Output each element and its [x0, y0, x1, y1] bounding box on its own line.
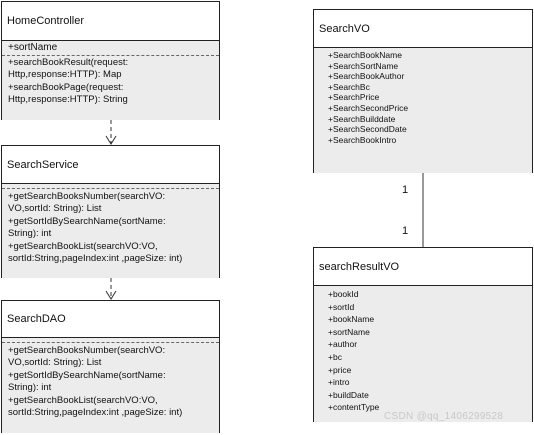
attribute: +buildDate: [328, 389, 369, 400]
attribute: +SearchSecondDate: [328, 124, 407, 135]
attribute: +sortName: [328, 326, 370, 337]
attribute: +SearchSecondPrice: [328, 102, 409, 113]
attribute: +bookId: [328, 289, 359, 299]
class-search-result-vo: searchResultVO +bookId +sortId +bookName…: [313, 247, 533, 422]
operation-list: +getSearchBooksNumber(searchVO: VO,sortI…: [2, 342, 219, 420]
operation-line: Http,response:HTTP): String: [8, 94, 128, 106]
operation-line: Http,response:HTTP): Map: [8, 69, 122, 81]
operation-line: +getSearchBooksNumber(searchVO:: [8, 191, 166, 202]
attribute: +SearchBookIntro: [328, 134, 397, 145]
operation-list: +getSearchBooksNumber(searchVO: VO,sortI…: [2, 188, 219, 266]
class-search-dao: SearchDAO +getSearchBooksNumber(searchVO…: [1, 300, 220, 433]
operation-line: VO,sortId: String): List: [8, 203, 102, 215]
field: +sortName: [8, 42, 58, 53]
attribute: +SearchBookName: [328, 50, 402, 60]
class-search-service: SearchService +getSearchBooksNumber(sear…: [1, 145, 220, 278]
class-name: SearchDAO: [2, 301, 219, 337]
operation-line: +getSearchBooksNumber(searchVO:: [8, 345, 166, 356]
attribute: +bookName: [328, 314, 375, 325]
operation-line: +getSearchBookList(searchVO:VO,: [8, 394, 158, 406]
class-name: SearchService: [2, 146, 219, 183]
attribute: +price: [328, 364, 352, 375]
attribute: +SearchSortName: [328, 60, 399, 71]
operation-line: String): int: [8, 228, 52, 240]
attribute: +author: [328, 339, 358, 350]
attribute: +SearchBc: [328, 81, 370, 92]
operation-line: +searchBookPage(request:: [8, 81, 124, 93]
operation-line: +getSortIdBySearchName(sortName:: [8, 369, 166, 381]
class-name: searchResultVO: [314, 248, 532, 285]
operation-line: String): int: [8, 382, 52, 394]
attribute-list: +bookId +sortId +bookName +sortName +aut…: [314, 286, 532, 416]
operation-line: +searchBookResult(request:: [8, 57, 129, 68]
multiplicity-top: 1: [402, 184, 409, 196]
attribute: +sortId: [328, 301, 355, 312]
operation-line: +getSearchBookList(searchVO:VO,: [8, 240, 158, 252]
class-name: SearchVO: [314, 10, 532, 47]
field-list: +sortName: [2, 41, 219, 55]
operation-list: +searchBookResult(request: Http,response…: [2, 55, 219, 108]
multiplicity-bottom: 1: [402, 225, 409, 237]
dependency-arrowhead-service: [105, 135, 117, 145]
operation-line: VO,sortId: String): List: [8, 357, 102, 369]
class-home-controller: HomeController +sortName +searchBookResu…: [1, 1, 220, 120]
attribute: +SearchBuilddate: [328, 113, 396, 124]
dependency-arrowhead-dao: [105, 290, 117, 300]
attribute-list: +SearchBookName +SearchSortName +SearchB…: [314, 48, 532, 147]
attribute: +intro: [328, 377, 350, 388]
class-search-vo: SearchVO +SearchBookName +SearchSortName…: [313, 9, 533, 173]
operation-line: +getSortIdBySearchName(sortName:: [8, 215, 166, 227]
attribute: +SearchBookAuthor: [328, 71, 405, 82]
class-name: HomeController: [2, 2, 219, 40]
watermark: CSDN @qq_1406299528: [384, 411, 504, 422]
operation-line: sortId:String,pageIndex:int ,pageSize: i…: [8, 253, 183, 265]
attribute: +contentType: [328, 402, 380, 413]
operation-line: sortId:String,pageIndex:int ,pageSize: i…: [8, 407, 183, 419]
attribute: +bc: [328, 351, 342, 362]
attribute: +SearchPrice: [328, 92, 380, 103]
